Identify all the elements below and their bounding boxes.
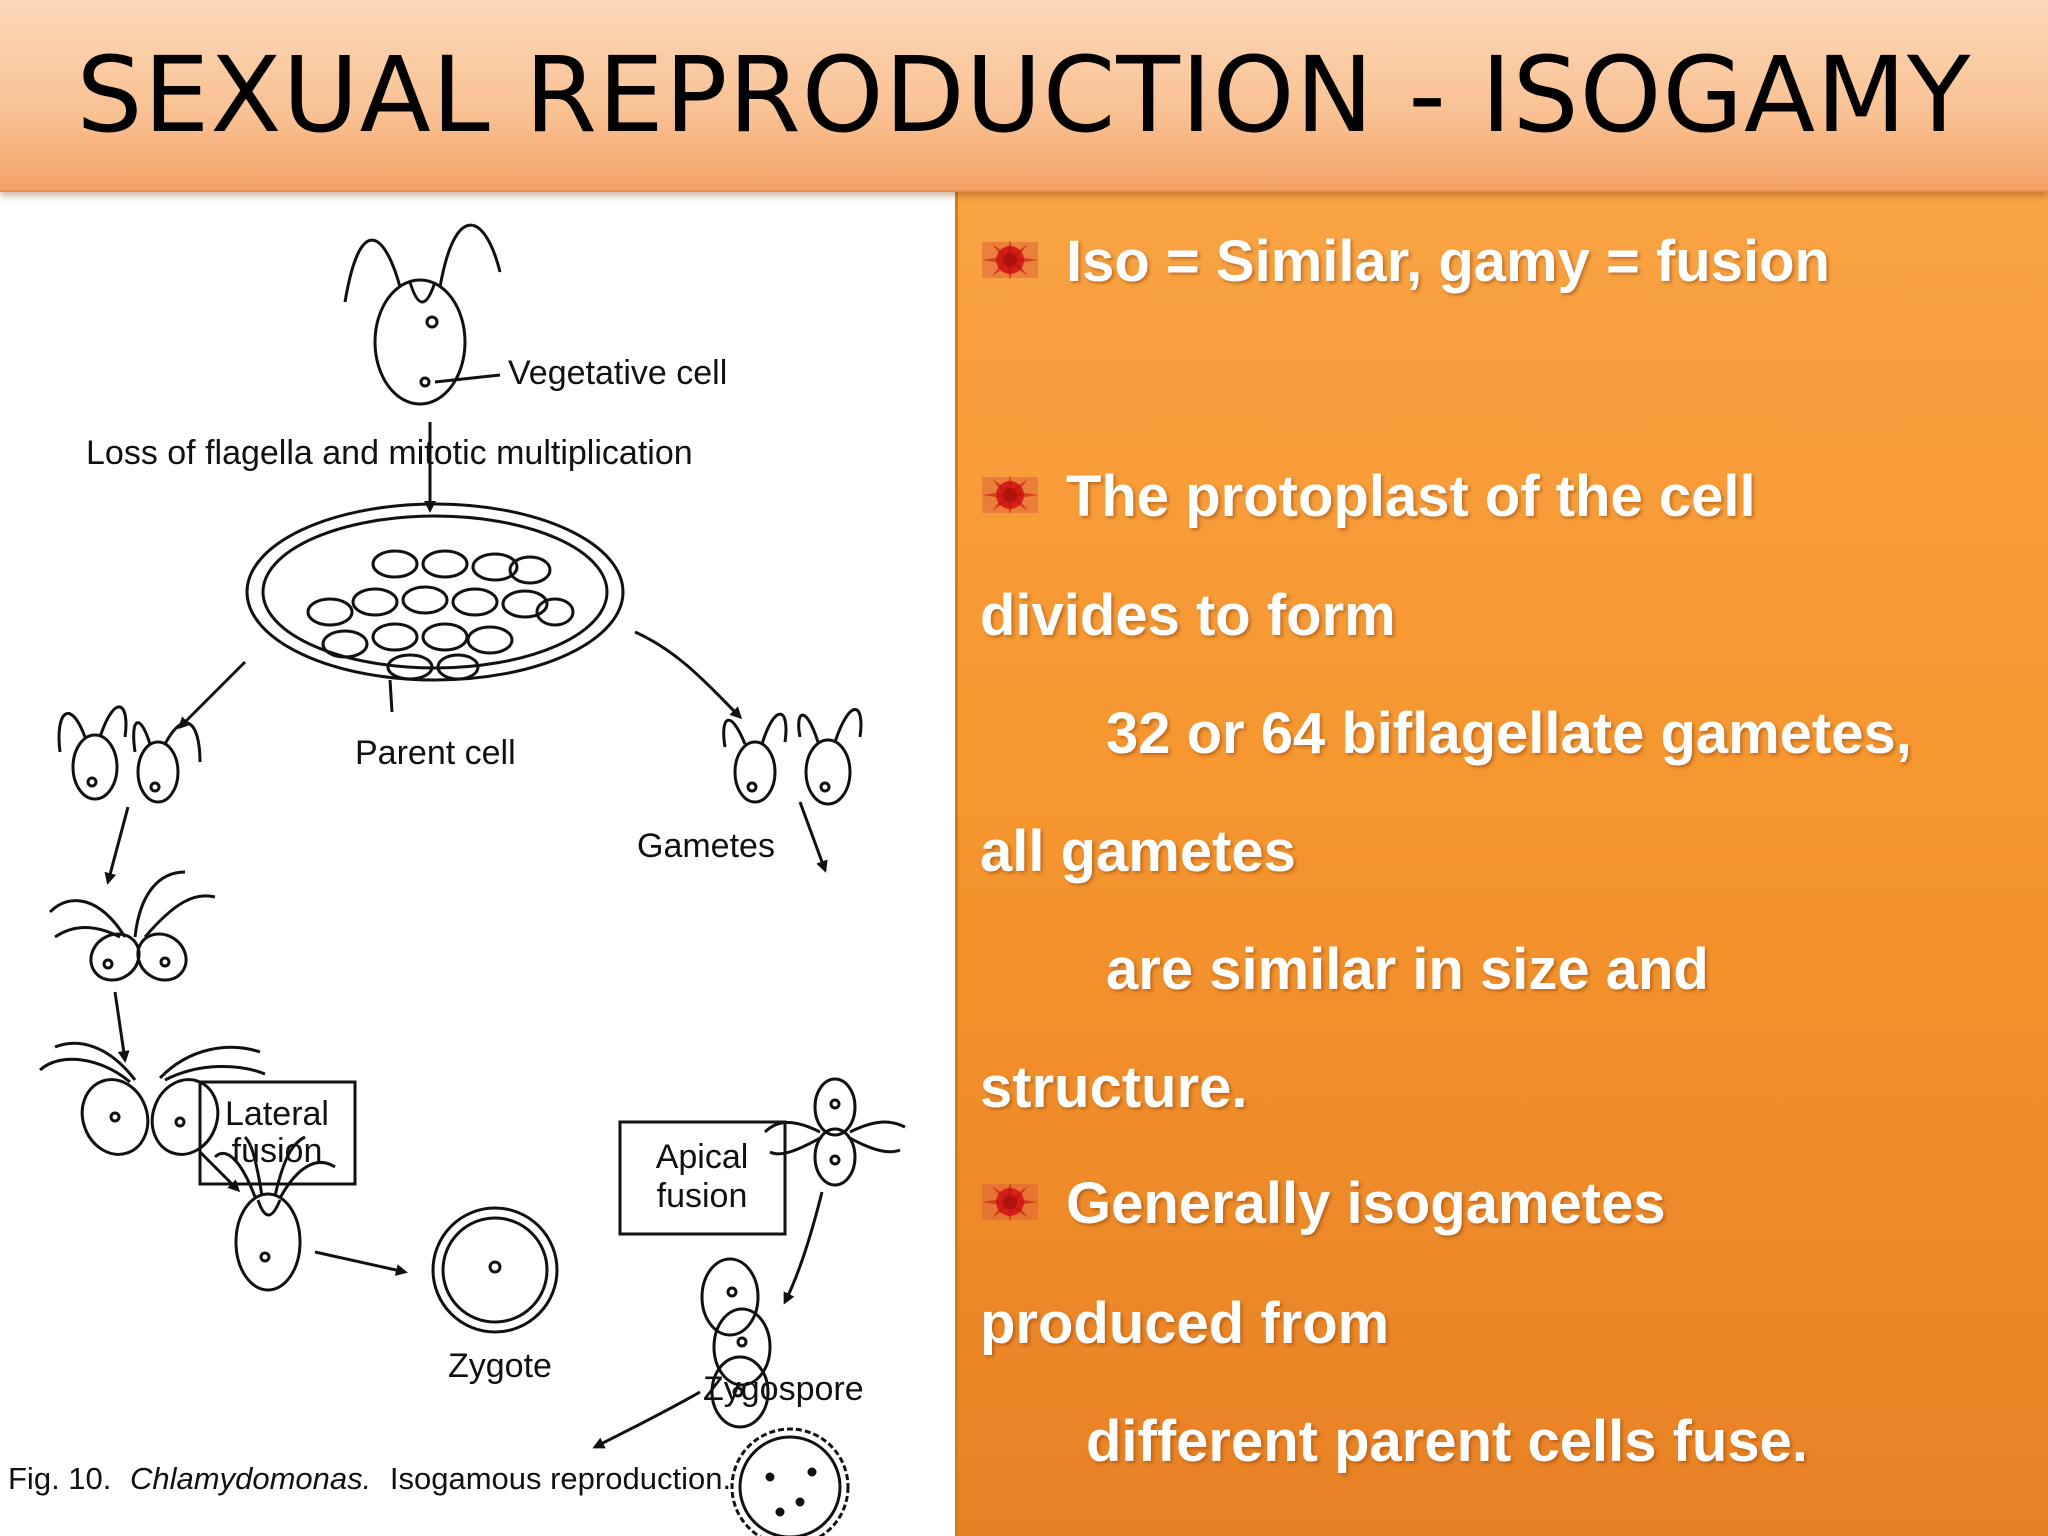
parent-cell-drawing — [245, 502, 625, 713]
bullet-continuation-5: all gametes — [980, 819, 1296, 884]
red-starburst-icon — [982, 239, 1038, 280]
bullet-continuation-7: structure. — [980, 1055, 1248, 1120]
red-starburst-icon — [982, 474, 1038, 515]
left-gametes-drawing — [57, 705, 202, 804]
fusing-cells-drawing — [700, 1257, 772, 1429]
bullet-continuation-6: are similar in size and — [1106, 937, 1709, 1002]
bullet-continuation-4: 32 or 64 biflagellate gametes, — [1106, 701, 1912, 766]
lateral-fusion-box — [198, 1080, 357, 1186]
zygote-drawing — [431, 1206, 559, 1334]
bullet-text-1: Iso = Similar, gamy = fusion — [1066, 229, 1830, 294]
figure-panel: Vegetative cell Loss of flagella and mit… — [0, 192, 955, 1536]
loss-of-flagella-label: Loss of flagella and mitotic multiplicat… — [86, 434, 693, 472]
red-starburst-icon — [982, 1181, 1038, 1222]
bullet-item-2: The protoplast of the cell — [980, 463, 1756, 530]
apical-fusion-label-line2: fusion — [657, 1177, 748, 1215]
zygospore-drawing — [730, 1427, 850, 1536]
apical-fusion-drawing — [763, 1077, 906, 1187]
caption-genus: Chlamydomonas. — [130, 1461, 371, 1496]
caption-prefix: Fig. 10. — [8, 1461, 111, 1496]
lateral-fusion-label-line2: fusion — [232, 1132, 323, 1170]
right-gametes-drawing — [722, 708, 863, 806]
bullet-continuation-10: different parent cells fuse. — [1086, 1409, 1808, 1474]
slide-title: SEXUAL REPRODUCTION - ISOGAMY — [76, 34, 1972, 156]
gametes-label: Gametes — [637, 827, 775, 865]
apical-fusion-box — [618, 1120, 787, 1236]
lateral-fusion-label-line1: Lateral — [225, 1095, 329, 1133]
vegetative-cell-drawing — [343, 223, 502, 406]
figure-caption: Fig. 10. Chlamydomonas. Isogamous reprod… — [8, 1461, 731, 1496]
bullet-continuation-3: divides to form — [980, 583, 1396, 648]
parent-cell-label: Parent cell — [355, 734, 516, 772]
zygospore-label: Zygospore — [703, 1370, 864, 1408]
zygote-label: Zygote — [448, 1347, 552, 1385]
caption-description: Isogamous reproduction. — [390, 1461, 731, 1496]
bullet-text-8: Generally isogametes — [1066, 1171, 1666, 1236]
vegetative-cell-label: Vegetative cell — [508, 354, 727, 392]
bullet-item-3: Generally isogametes — [980, 1170, 1666, 1237]
chlamydomonas-life-cycle-diagram: Vegetative cell Loss of flagella and mit… — [8, 223, 906, 1536]
bullet-text-2: The protoplast of the cell — [1066, 464, 1756, 529]
bullet-continuation-9: produced from — [980, 1291, 1390, 1356]
bullet-item-1: Iso = Similar, gamy = fusion — [980, 228, 1830, 295]
apical-fusion-label-line1: Apical — [656, 1138, 749, 1176]
title-bar: SEXUAL REPRODUCTION - ISOGAMY — [0, 0, 2048, 192]
lateral-fusion-drawing — [48, 870, 216, 982]
fused-pair-drawing — [38, 1041, 266, 1156]
bullet-text-panel: Iso = Similar, gamy = fusion The protopl… — [955, 190, 2048, 1536]
